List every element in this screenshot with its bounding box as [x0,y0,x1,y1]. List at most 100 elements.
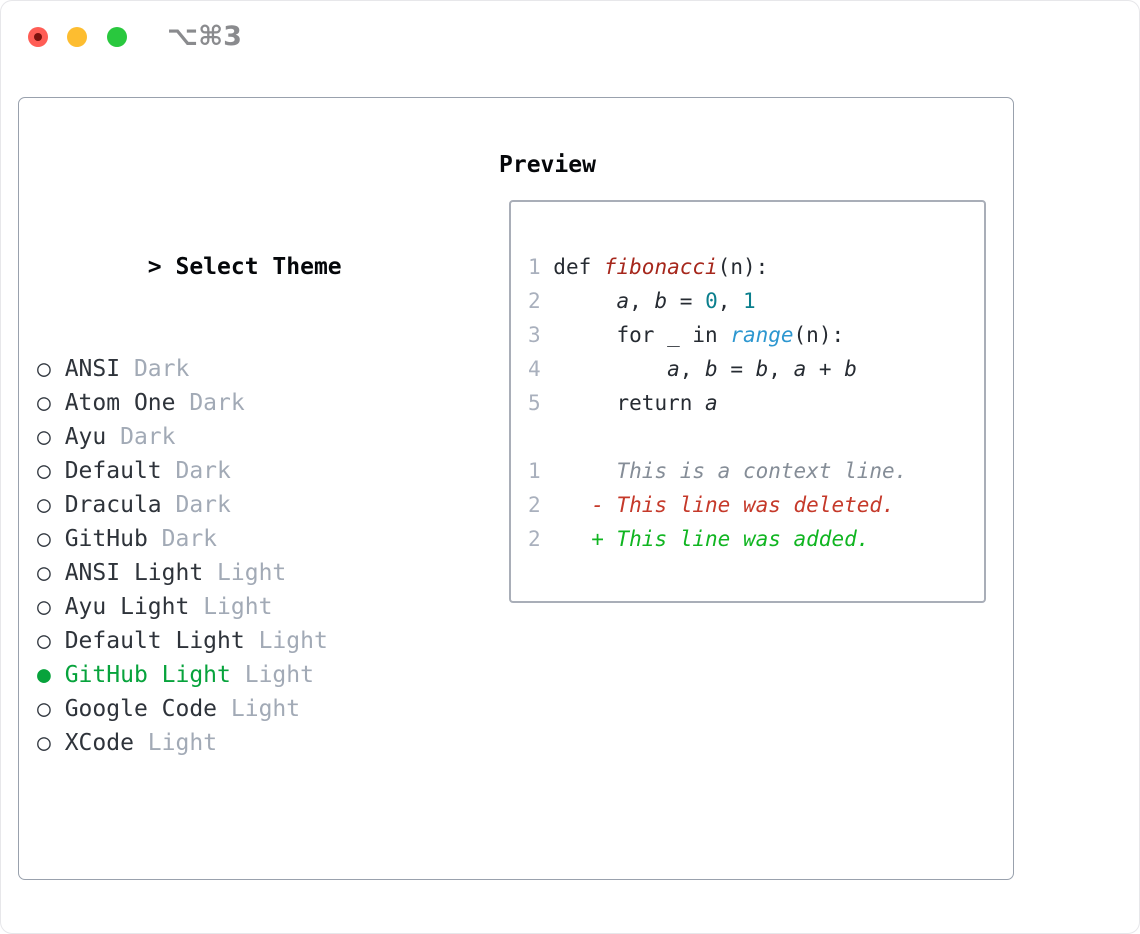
code-token-del: - This line was deleted. [591,493,895,517]
code-preview: 1 def fibonacci(n): 2 a, b = 0, 1 3 for … [511,202,984,556]
theme-option[interactable]: ○ ANSI Light Light [37,556,467,590]
code-token-pl: , [679,357,706,381]
theme-option-label: ANSI Light [50,560,204,586]
code-token-ln: 5 [528,391,541,415]
theme-option[interactable]: ○ Ayu Dark [37,420,467,454]
radio-icon: ○ [37,560,51,586]
radio-icon: ○ [37,594,51,620]
theme-variant-tag: Dark [175,390,245,416]
theme-variant-tag: Light [133,730,218,756]
code-token-va: a [667,357,680,381]
theme-option-label: Default [50,458,162,484]
theme-option[interactable]: ○ GitHub Dark [37,522,467,556]
theme-option[interactable]: ○ XCode Light [37,726,467,760]
code-token-pl: , [629,289,655,313]
code-token-add: + This line was added. [591,527,870,551]
code-token-pl [541,289,617,313]
code-line: 2 - This line was deleted. [528,493,895,517]
code-token-pl: (n): [717,255,769,279]
theme-variant-tag: Dark [161,458,231,484]
select-theme-title: Select Theme [175,254,342,280]
spacer [37,862,467,896]
code-token-va: a [616,289,630,313]
radio-icon: ○ [37,356,51,382]
code-token-va: b [755,357,769,381]
preview-box: 1 def fibonacci(n): 2 a, b = 0, 1 3 for … [509,200,986,603]
theme-picker: >Select Theme ○ ANSI Dark○ Atom One Dark… [37,148,467,934]
radio-icon: ○ [37,526,51,552]
code-token-va: b [654,289,668,313]
code-token-ln: 3 [528,323,541,347]
radio-icon: ○ [37,458,51,484]
code-line: 3 for _ in range(n): [528,323,844,347]
code-token-fn: fibonacci [603,255,718,279]
code-token-pl [541,459,617,483]
minimize-button[interactable] [67,27,87,47]
radio-selected-icon: ● [37,662,51,688]
theme-option-label: Atom One [50,390,176,416]
code-line: 2 + This line was added. [528,527,869,551]
window-title: ⌥⌘3 [167,21,242,52]
code-line: 2 a, b = 0, 1 [528,289,756,313]
theme-option[interactable]: ○ Dracula Dark [37,488,467,522]
code-token-pl: + [806,357,845,381]
theme-option[interactable]: ○ Atom One Dark [37,386,467,420]
unsaved-dot-icon [34,33,42,41]
theme-variant-tag: Dark [106,424,176,450]
theme-option-label: XCode [50,730,134,756]
code-token-ln: 1 [528,255,541,279]
theme-option-label: Ayu [50,424,107,450]
radio-icon: ○ [37,696,51,722]
theme-variant-tag: Dark [120,356,190,382]
code-token-bi: range [730,323,794,347]
theme-option-label: GitHub [50,526,148,552]
code-token-pl: , [768,357,794,381]
theme-variant-tag: Light [244,628,328,654]
theme-variant-tag: Light [230,662,314,688]
code-line: 1 def fibonacci(n): [528,255,768,279]
zoom-button[interactable] [107,27,127,47]
theme-option[interactable]: ○ ANSI Dark [37,352,467,386]
theme-option-label: GitHub Light [50,662,231,688]
radio-icon: ○ [37,628,51,654]
code-token-ln: 2 [528,289,541,313]
theme-option-label: Google Code [50,696,218,722]
radio-icon: ○ [37,390,51,416]
theme-option-label: ANSI [50,356,121,382]
code-token-pl: def [540,255,604,279]
radio-icon: ○ [37,492,51,518]
theme-option[interactable]: ○ Default Light Light [37,624,467,658]
theme-variant-tag: Light [203,560,287,586]
theme-option[interactable]: ○ Ayu Light Light [37,590,467,624]
theme-option-label: Ayu Light [50,594,190,620]
code-token-pl [541,357,667,381]
code-token-ln: 2 [528,527,541,551]
code-token-pl: = [717,357,756,381]
code-token-ctx: This is a context line. [616,459,908,483]
code-token-ln: 2 [528,493,541,517]
theme-variant-tag: Dark [161,492,231,518]
code-token-pl: = [667,289,706,313]
close-button[interactable] [28,27,48,47]
radio-icon: ○ [37,424,51,450]
code-token-pl: return [540,391,706,415]
theme-variant-tag: Light [217,696,301,722]
theme-option[interactable]: ○ Google Code Light [37,692,467,726]
code-token-pl [541,493,592,517]
code-token-va: a [793,357,807,381]
theme-option-label: Default Light [50,628,245,654]
code-token-pl [541,527,592,551]
code-token-pl: , [717,289,744,313]
theme-option[interactable]: ○ Default Dark [37,454,467,488]
theme-option[interactable]: ● GitHub Light Light [37,658,467,692]
code-line: 1 This is a context line. [528,459,907,483]
code-token-va: a [705,391,718,415]
theme-option-label: Dracula [50,492,162,518]
code-token-va: b [705,357,718,381]
theme-variant-tag: Dark [147,526,218,552]
code-token-nu: 0 [705,289,718,313]
theme-dialog-panel: >Select Theme ○ ANSI Dark○ Atom One Dark… [18,97,1014,880]
code-token-va: b [844,357,857,381]
code-line: 4 a, b = b, a + b [528,357,857,381]
code-line: 5 return a [528,391,718,415]
